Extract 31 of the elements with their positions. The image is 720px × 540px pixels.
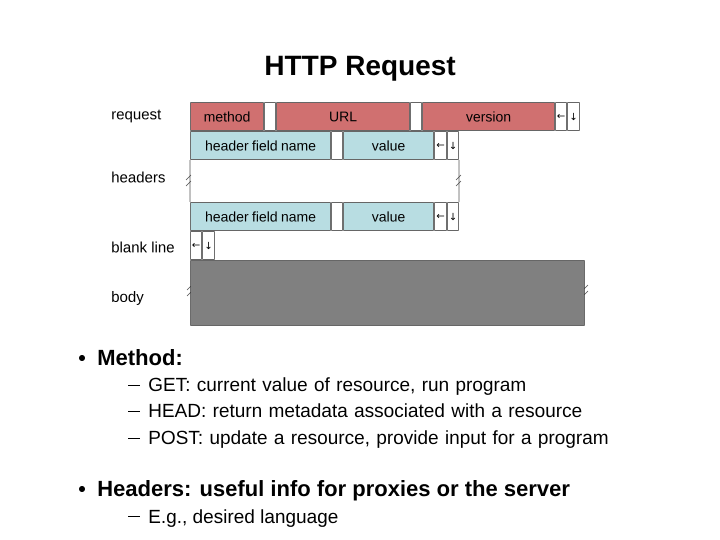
field-box: header field name: [190, 202, 331, 231]
line-end-box: ↓: [202, 231, 215, 260]
body-box: [190, 260, 585, 326]
line-end-box: ←: [434, 131, 447, 160]
diagram-title: HTTP Request: [266, 56, 456, 81]
row-label: body: [112, 291, 144, 305]
spacer-box: [331, 202, 343, 231]
row-label: request: [112, 110, 162, 122]
line-end-box: ←: [434, 202, 447, 231]
line-end-box: ←: [555, 102, 567, 131]
line-end-box: ←: [190, 231, 202, 260]
row-label: blank line: [112, 241, 174, 252]
field-box: value: [343, 202, 434, 231]
field-box: value: [343, 131, 434, 160]
bullet-text: Method:: [98, 349, 181, 366]
sub-bullet-text: GET: current value of resource, run program: [149, 377, 525, 395]
sub-bullet-text: E.g., desired language: [150, 509, 338, 527]
field-box: header field name: [190, 131, 331, 160]
row-label: headers: [112, 171, 165, 182]
line-end-box: ↓: [447, 202, 459, 231]
spacer-box: [264, 102, 276, 131]
bullet-text: Headers: useful info for proxies or the server: [98, 480, 570, 501]
line-end-box: ↓: [567, 102, 580, 131]
line-end-box: ↓: [447, 131, 459, 160]
spacer-box: [331, 131, 343, 160]
field-box: URL: [276, 102, 410, 131]
spacer-box: [410, 102, 422, 131]
field-box: method: [190, 102, 264, 131]
sub-bullet-text: POST: update a resource, provide input for a program: [150, 430, 608, 448]
field-box: version: [422, 102, 555, 131]
sub-bullet-text: HEAD: return metadata associated with a resource: [150, 403, 582, 418]
